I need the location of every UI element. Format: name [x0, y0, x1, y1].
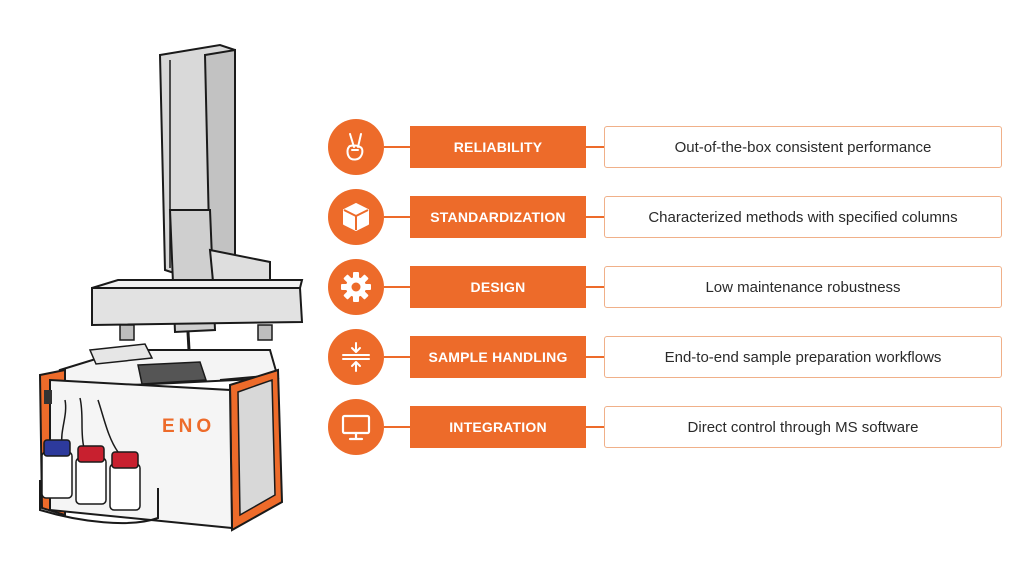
connector-line — [586, 286, 604, 288]
autosampler-illustration: ENO — [38, 43, 304, 532]
connector-line — [586, 426, 604, 428]
feature-row-reliability: RELIABILITY Out-of-the-box consistent pe… — [328, 119, 1008, 175]
reagent-bottles — [39, 439, 159, 525]
feature-row-integration: INTEGRATION Direct control through MS so… — [328, 399, 1008, 455]
feature-description: Out-of-the-box consistent performance — [604, 126, 1002, 168]
connector-line — [384, 216, 410, 218]
compress-arrows-icon — [328, 329, 384, 385]
connector-line — [586, 146, 604, 148]
feature-description: Characterized methods with specified col… — [604, 196, 1002, 238]
connector-line — [384, 426, 410, 428]
feature-row-design: DESIGN Low maintenance robustness — [328, 259, 1008, 315]
feature-row-sample-handling: SAMPLE HANDLING End-to-end sample prepar… — [328, 329, 1008, 385]
connector-line — [586, 216, 604, 218]
feature-label: DESIGN — [410, 266, 586, 308]
base-cabinet — [38, 368, 284, 532]
brand-logo: ENO — [162, 416, 215, 437]
connector-line — [384, 286, 410, 288]
cube-icon — [328, 189, 384, 245]
feature-description: Direct control through MS software — [604, 406, 1002, 448]
connector-line — [384, 356, 410, 358]
gear-icon — [328, 259, 384, 315]
feature-label: SAMPLE HANDLING — [410, 336, 586, 378]
feature-row-standardization: STANDARDIZATION Characterized methods wi… — [328, 189, 1008, 245]
feature-label: INTEGRATION — [410, 406, 586, 448]
sample-deck — [58, 343, 280, 390]
feature-description: End-to-end sample preparation workflows — [604, 336, 1002, 378]
feature-label: RELIABILITY — [410, 126, 586, 168]
peace-hand-icon — [328, 119, 384, 175]
feature-label: STANDARDIZATION — [410, 196, 586, 238]
connector-line — [586, 356, 604, 358]
monitor-icon — [328, 399, 384, 455]
gantry-arm — [91, 279, 304, 341]
feature-description: Low maintenance robustness — [604, 266, 1002, 308]
connector-line — [384, 146, 410, 148]
